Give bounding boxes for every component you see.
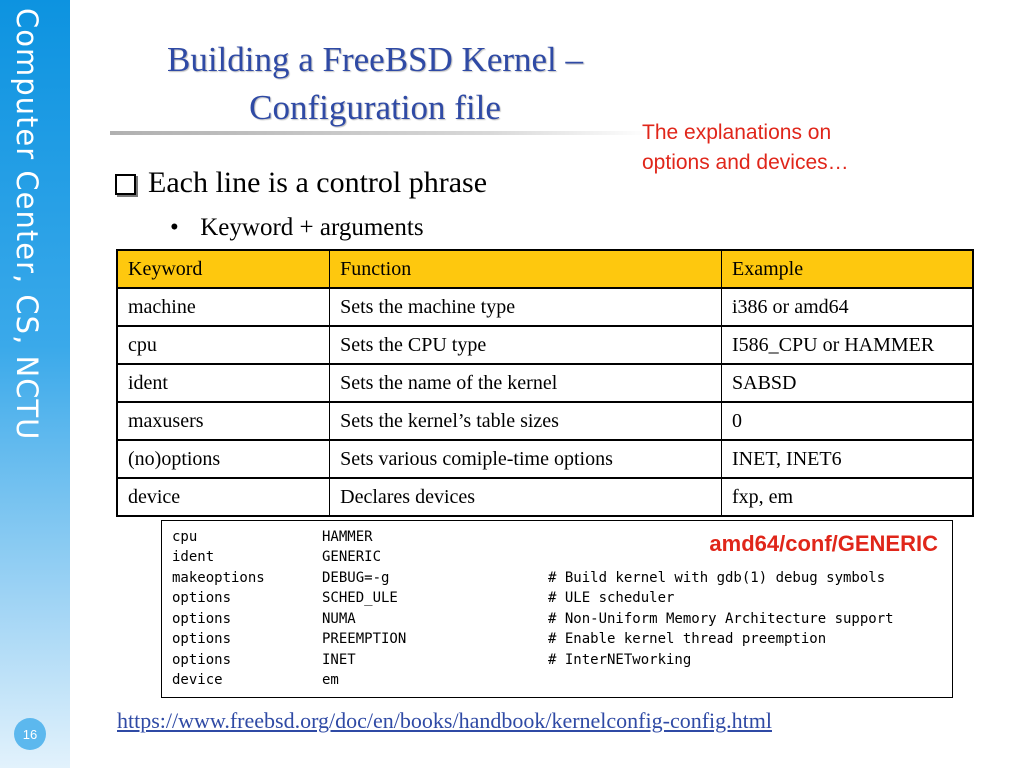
sidebar: [0, 0, 70, 768]
explanation-note-line2: options and devices…: [642, 151, 849, 174]
sub-bullet: • Keyword + arguments: [170, 214, 424, 242]
code-line: options PREEMPTION # Enable kernel threa…: [172, 629, 942, 649]
checkbox-bullet-icon: [115, 173, 136, 195]
table-cell: Sets the name of the kernel: [329, 363, 722, 403]
table-row: ident Sets the name of the kernel SABSD: [116, 363, 974, 403]
config-file-path-label: amd64/conf/GENERIC: [709, 531, 938, 556]
code-line: cpu HAMMER: [172, 527, 942, 547]
table-cell: Sets the machine type: [329, 287, 722, 327]
keyword-table: Keyword Function Example machine Sets th…: [116, 249, 974, 517]
table-row: maxusers Sets the kernel’s table sizes 0: [116, 401, 974, 441]
table-cell: maxusers: [116, 401, 331, 441]
table-row: device Declares devices fxp, em: [116, 477, 974, 517]
table-header-cell: Function: [329, 249, 722, 289]
code-keyword: options: [172, 652, 232, 668]
table-cell: cpu: [116, 325, 331, 365]
code-comment: # Build kernel with gdb(1) debug symbols: [548, 570, 886, 586]
table-cell: INET, INET6: [721, 439, 974, 479]
table-cell: SABSD: [721, 363, 974, 403]
sub-bullet-text: Keyword + arguments: [200, 214, 424, 241]
table-cell: 0: [721, 401, 974, 441]
table-header-cell: Keyword: [116, 249, 331, 289]
code-line: options NUMA # Non-Uniform Memory Archit…: [172, 609, 942, 629]
code-line: device em: [172, 670, 942, 690]
table-cell: Declares devices: [329, 477, 722, 517]
code-value: GENERIC: [322, 549, 382, 565]
table-row: machine Sets the machine type i386 or am…: [116, 287, 974, 327]
code-value: DEBUG=-g: [322, 570, 390, 586]
table-cell: I586_CPU or HAMMER: [721, 325, 974, 365]
code-keyword: cpu: [172, 529, 198, 545]
table-cell: ident: [116, 363, 331, 403]
code-line: makeoptions DEBUG=-g # Build kernel with…: [172, 568, 942, 588]
explanation-note: The explanations on options and devices…: [642, 118, 942, 178]
code-keyword: device: [172, 672, 223, 688]
handbook-link[interactable]: https://www.freebsd.org/doc/en/books/han…: [117, 708, 772, 733]
table-cell: fxp, em: [721, 477, 974, 517]
page-number: 16: [14, 718, 46, 750]
code-value: INET: [322, 652, 356, 668]
code-keyword: options: [172, 590, 232, 606]
code-value: PREEMPTION: [322, 631, 407, 647]
table-cell: Sets various comiple-time options: [329, 439, 722, 479]
code-value: em: [322, 672, 339, 688]
table-cell: (no)options: [116, 439, 331, 479]
code-comment: # ULE scheduler: [548, 590, 675, 606]
title-divider: [110, 131, 650, 135]
slide-title: Building a FreeBSD Kernel – Configuratio…: [110, 36, 640, 132]
code-keyword: ident: [172, 549, 215, 565]
config-file-example: amd64/conf/GENERIC cpu HAMMER ident GENE…: [161, 520, 953, 698]
sidebar-label: Computer Center, CS, NCTU: [10, 8, 44, 441]
table-header-row: Keyword Function Example: [116, 249, 974, 289]
code-comment: # Non-Uniform Memory Architecture suppor…: [548, 611, 894, 627]
sidebar-label-container: Computer Center, CS, NCTU: [0, 0, 70, 768]
table-cell: device: [116, 477, 331, 517]
table-row: (no)options Sets various comiple-time op…: [116, 439, 974, 479]
code-comment: # InterNETworking: [548, 652, 692, 668]
table-cell: Sets the kernel’s table sizes: [329, 401, 722, 441]
table-cell: Sets the CPU type: [329, 325, 722, 365]
slide-title-line2: Configuration file: [249, 88, 501, 127]
main-bullet-text: Each line is a control phrase: [148, 166, 488, 199]
code-line: options SCHED_ULE # ULE scheduler: [172, 588, 942, 608]
code-comment: # Enable kernel thread preemption: [548, 631, 827, 647]
code-value: NUMA: [322, 611, 356, 627]
table-header-cell: Example: [721, 249, 974, 289]
code-value: SCHED_ULE: [322, 590, 398, 606]
code-line: ident GENERIC: [172, 547, 942, 567]
code-keyword: makeoptions: [172, 570, 265, 586]
slide-title-line1: Building a FreeBSD Kernel –: [166, 40, 584, 79]
bullet-dot-icon: •: [170, 214, 179, 241]
main-bullet: Each line is a control phrase: [115, 166, 487, 200]
table-cell: machine: [116, 287, 331, 327]
code-value: HAMMER: [322, 529, 373, 545]
code-line: options INET # InterNETworking: [172, 650, 942, 670]
code-keyword: options: [172, 611, 232, 627]
table-cell: i386 or amd64: [721, 287, 974, 327]
table-row: cpu Sets the CPU type I586_CPU or HAMMER: [116, 325, 974, 365]
explanation-note-line1: The explanations on: [642, 121, 832, 144]
code-keyword: options: [172, 631, 232, 647]
